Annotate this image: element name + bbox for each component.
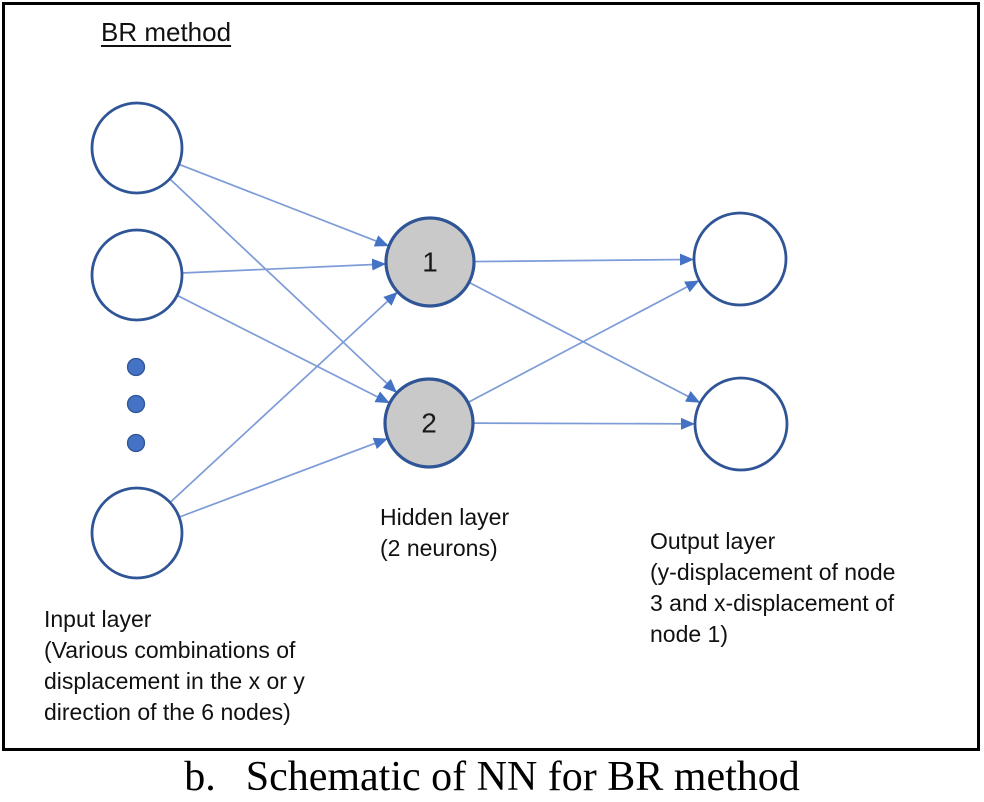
output-1-node (692, 211, 788, 307)
network-diagram: 12 (90, 101, 789, 580)
ellipsis-dot (126, 357, 146, 377)
input-2-node (90, 228, 184, 322)
edge-input-1-to-hidden-2 (169, 178, 397, 393)
input-1-node (90, 101, 184, 195)
edge-input-2-to-hidden-2 (176, 294, 390, 404)
caption-text: Schematic of NN for BR method (245, 754, 800, 800)
diagram-border-box (2, 2, 980, 751)
output-layer-label: Output layer (y-displacement of node 3 a… (650, 528, 896, 647)
edge-hidden-1-to-output-2 (468, 281, 701, 404)
edge-input-3-to-hidden-2 (178, 437, 388, 518)
ellipsis-dot (126, 433, 146, 453)
diagram-title: BR method (101, 17, 232, 47)
input-layer-label: Input layer (Various combinations of dis… (44, 606, 305, 725)
edge-hidden-2-to-output-2 (472, 417, 696, 430)
hidden-layer-label: Hidden layer (2 neurons) (380, 504, 510, 561)
figure-caption: b. Schematic of NN for BR method (0, 752, 984, 802)
hidden-2-node (383, 377, 475, 469)
edge-input-1-to-hidden-1 (178, 163, 389, 247)
output-2-node (693, 376, 789, 472)
edge-hidden-2-to-output-1 (467, 280, 700, 404)
hidden-1-label: 1 (422, 247, 438, 278)
input-3-node (90, 486, 184, 580)
caption-item-label: b. (184, 754, 216, 800)
edge-hidden-1-to-output-1 (473, 253, 695, 266)
edge-input-3-to-hidden-1 (169, 291, 398, 504)
edge-input-2-to-hidden-1 (181, 258, 387, 274)
ellipsis-dot (126, 394, 146, 414)
hidden-2-label: 2 (421, 408, 437, 439)
hidden-1-node (384, 216, 476, 308)
